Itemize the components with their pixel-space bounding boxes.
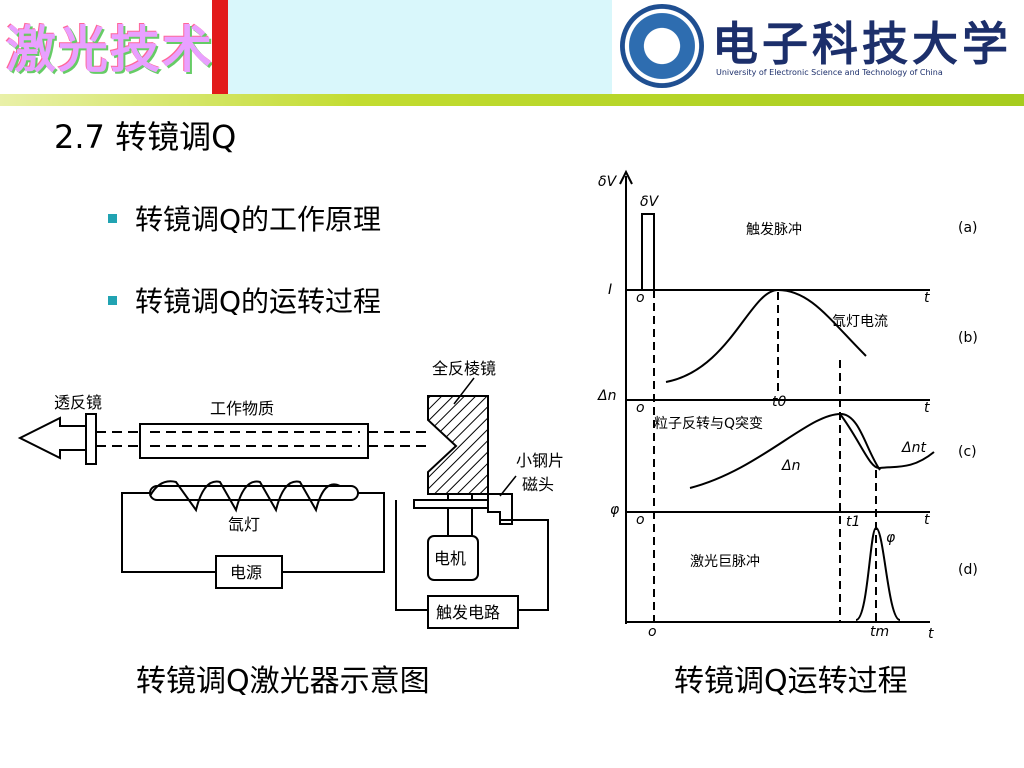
- timing-caption: 转镜调Q运转过程: [674, 664, 908, 699]
- red-accent-bar: [212, 0, 228, 96]
- trigger-circuit-box: [427, 595, 519, 629]
- label-motor: 电机: [434, 549, 466, 568]
- panel-title-b: 氙灯电流: [832, 314, 888, 330]
- label-gain-medium: 工作物质: [210, 399, 274, 418]
- rotating-prism: [427, 395, 489, 495]
- course-banner: 激光技术: [0, 0, 228, 96]
- axis-label-d: φ: [610, 502, 620, 518]
- slide-header: 激光技术 电子科技大学 University of Electronic Sci…: [0, 0, 1024, 96]
- bottom-tick: tm: [870, 624, 889, 640]
- pulse-label-a: δV: [640, 194, 660, 210]
- label-steel-plate: 小钢片: [516, 451, 564, 470]
- label-prism: 全反棱镜: [432, 359, 496, 378]
- bottom-x-label: t: [928, 626, 934, 642]
- axis-label-b: I: [608, 282, 612, 298]
- schematic-caption: 转镜调Q激光器示意图: [136, 664, 430, 699]
- slide-title: 2.7 转镜调Q: [54, 118, 237, 156]
- axis-label-c: Δn: [597, 388, 616, 404]
- panel-tag-b: (b): [958, 330, 978, 346]
- bullet-item: 转镜调Q的工作原理: [108, 198, 381, 238]
- label-power: 电源: [230, 563, 262, 582]
- panel-title-a: 触发脉冲: [746, 222, 802, 238]
- lamp-current-curve: [665, 288, 867, 383]
- bullet-item: 转镜调Q的运转过程: [108, 280, 381, 320]
- magnet-head: [487, 493, 513, 525]
- panel-title-c: 粒子反转与Q突变: [654, 416, 763, 432]
- panel-tag-d: (d): [958, 562, 978, 578]
- university-emblem-icon: [620, 4, 704, 88]
- bottom-origin: o: [648, 624, 657, 640]
- axis-label-a: δV: [598, 174, 618, 190]
- panel-tag-c: (c): [958, 444, 977, 460]
- x-label-b: t: [924, 290, 930, 306]
- origin-b: o: [636, 290, 645, 306]
- curve-label-c1: Δn: [781, 458, 800, 474]
- bullet-square-icon: [108, 295, 117, 305]
- label-output-mirror: 透反镜: [54, 393, 102, 412]
- gain-medium-rod: [139, 423, 369, 459]
- course-title: 激光技术: [6, 20, 214, 79]
- origin-c: o: [636, 400, 645, 416]
- x-label-d: t: [924, 512, 930, 528]
- bullet-text: 转镜调Q的工作原理: [135, 203, 382, 236]
- green-divider-bar: [0, 94, 1024, 106]
- panel-title-d: 激光巨脉冲: [690, 553, 760, 570]
- label-trigger: 触发电路: [436, 603, 500, 622]
- motor-box: [427, 535, 479, 581]
- power-supply-box: [215, 555, 283, 589]
- inversion-curve: [689, 412, 881, 489]
- label-lamp: 氙灯: [228, 515, 260, 534]
- university-name-en: University of Electronic Science and Tec…: [716, 68, 943, 77]
- origin-d: o: [636, 512, 645, 528]
- bullet-square-icon: [108, 213, 117, 223]
- x-label-c: t: [924, 400, 930, 416]
- curve-label-c2: Δnt: [901, 440, 926, 456]
- output-mirror: [85, 413, 97, 465]
- trigger-pulse: [641, 213, 655, 290]
- peak-label-d: φ: [886, 530, 896, 546]
- university-logo: 电子科技大学 University of Electronic Science …: [612, 0, 1024, 94]
- university-name: 电子科技大学: [712, 17, 1012, 71]
- threshold-curve: [839, 413, 935, 469]
- panel-tag-a: (a): [958, 220, 978, 236]
- label-magnet-head: 磁头: [522, 475, 554, 494]
- tick-d1: t1: [846, 514, 860, 530]
- bullet-text: 转镜调Q的运转过程: [135, 285, 382, 318]
- tick-b: t0: [772, 394, 786, 410]
